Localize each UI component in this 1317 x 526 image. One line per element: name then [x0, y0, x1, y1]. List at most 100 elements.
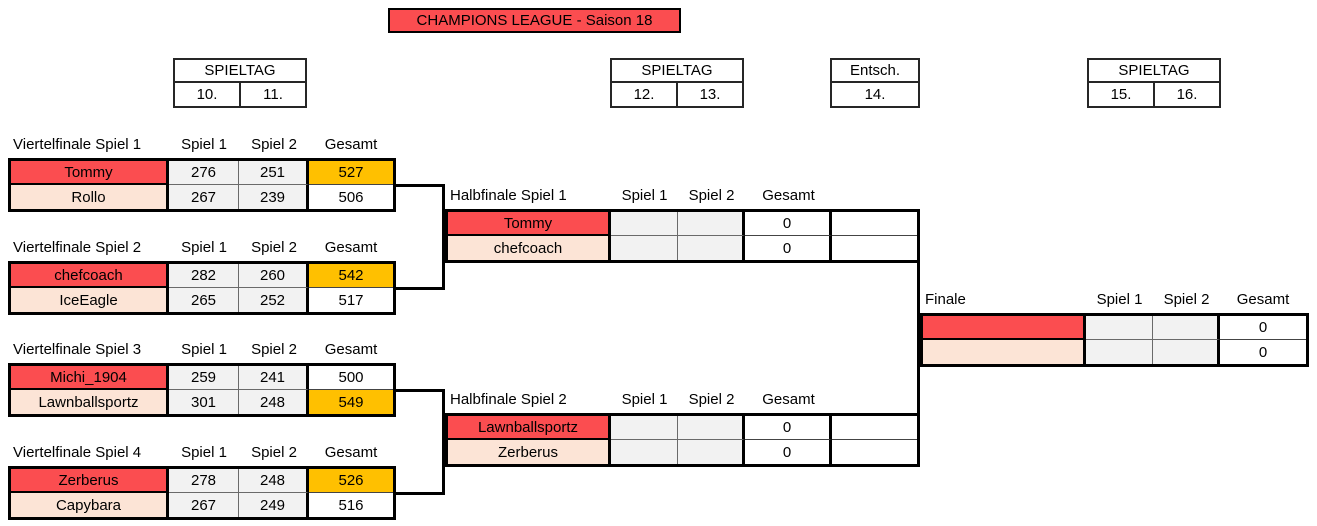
score-cell[interactable]: 241	[239, 366, 309, 390]
total-cell[interactable]: 0	[745, 440, 832, 464]
matchday-header: SPIELTAG	[612, 60, 742, 83]
matchday-box-1: SPIELTAG 10. 11.	[173, 58, 307, 108]
total-cell[interactable]: 516	[309, 493, 393, 517]
decider-cell[interactable]	[832, 440, 917, 464]
col-header-spiel2: Spiel 2	[251, 444, 297, 461]
score-cell[interactable]: 276	[169, 161, 239, 185]
team-cell[interactable]: Zerberus	[448, 440, 611, 464]
qf1-table: Tommy 276 251 527 Rollo 267 239 506	[8, 158, 396, 212]
total-cell[interactable]: 527	[309, 161, 393, 185]
score-cell[interactable]	[678, 236, 745, 260]
team-cell[interactable]: Lawnballsportz	[11, 390, 169, 414]
score-cell[interactable]	[678, 416, 745, 440]
matchday-number: 13.	[676, 83, 742, 106]
col-header-spiel2: Spiel 2	[251, 239, 297, 256]
qf1-caption: Viertelfinale Spiel 1 Spiel 1 Spiel 2 Ge…	[11, 133, 393, 157]
matchday-box-decider: Entsch. 14.	[830, 58, 920, 108]
bracket-connector	[917, 260, 920, 416]
bracket-connector	[442, 184, 445, 290]
score-cell[interactable]	[611, 416, 678, 440]
total-cell[interactable]: 0	[745, 416, 832, 440]
col-header-spiel2: Spiel 2	[688, 187, 735, 204]
score-cell[interactable]	[611, 440, 678, 464]
page-title: CHAMPIONS LEAGUE - Saison 18	[388, 8, 681, 33]
total-cell[interactable]: 549	[309, 390, 393, 414]
team-cell[interactable]: chefcoach	[448, 236, 611, 260]
team-cell[interactable]: Tommy	[448, 212, 611, 236]
table-title: Viertelfinale Spiel 4	[13, 444, 142, 461]
score-cell[interactable]: 252	[239, 288, 309, 312]
total-cell[interactable]: 526	[309, 469, 393, 493]
team-cell[interactable]: Capybara	[11, 493, 169, 517]
score-cell[interactable]	[611, 236, 678, 260]
total-cell[interactable]: 517	[309, 288, 393, 312]
sf1-caption: Halbfinale Spiel 1 Spiel 1 Spiel 2 Gesam…	[448, 184, 917, 208]
score-cell[interactable]: 239	[239, 185, 309, 209]
qf2-table: chefcoach 282 260 542 IceEagle 265 252 5…	[8, 261, 396, 315]
col-header-spiel2: Spiel 2	[688, 391, 735, 408]
score-cell[interactable]: 248	[239, 469, 309, 493]
col-header-spiel1: Spiel 1	[181, 136, 227, 153]
qf3-table: Michi_1904 259 241 500 Lawnballsportz 30…	[8, 363, 396, 417]
team-cell[interactable]: Lawnballsportz	[448, 416, 611, 440]
table-title: Halbfinale Spiel 2	[450, 391, 567, 408]
score-cell[interactable]	[611, 212, 678, 236]
total-cell[interactable]: 0	[1220, 316, 1306, 340]
score-cell[interactable]	[1086, 316, 1153, 340]
team-cell[interactable]: IceEagle	[11, 288, 169, 312]
score-cell[interactable]: 267	[169, 185, 239, 209]
bracket-connector	[390, 184, 445, 187]
total-cell[interactable]: 0	[1220, 340, 1306, 364]
col-header-spiel1: Spiel 1	[181, 239, 227, 256]
team-cell[interactable]: Rollo	[11, 185, 169, 209]
sf2-table: Lawnballsportz 0 Zerberus 0	[445, 413, 920, 467]
score-cell[interactable]: 260	[239, 264, 309, 288]
score-cell[interactable]: 265	[169, 288, 239, 312]
matchday-number: 10.	[196, 86, 218, 103]
total-cell[interactable]: 0	[745, 236, 832, 260]
score-cell[interactable]	[1086, 340, 1153, 364]
score-cell[interactable]	[678, 440, 745, 464]
team-cell[interactable]: chefcoach	[11, 264, 169, 288]
final-table: 0 0	[920, 313, 1309, 367]
team-cell[interactable]: Zerberus	[11, 469, 169, 493]
total-cell[interactable]: 500	[309, 366, 393, 390]
decider-cell[interactable]	[832, 212, 917, 236]
team-cell[interactable]: Michi_1904	[11, 366, 169, 390]
total-cell[interactable]: 0	[745, 212, 832, 236]
total-cell[interactable]: 542	[309, 264, 393, 288]
score-cell[interactable]: 251	[239, 161, 309, 185]
score-cell[interactable]: 267	[169, 493, 239, 517]
matchday-number: 15.	[1110, 86, 1132, 103]
table-title: Halbfinale Spiel 1	[450, 187, 567, 204]
col-header-spiel1: Spiel 1	[181, 444, 227, 461]
col-header-spiel1: Spiel 1	[181, 341, 227, 358]
score-cell[interactable]	[1153, 316, 1220, 340]
matchday-header: SPIELTAG	[1089, 60, 1219, 83]
sf2-caption: Halbfinale Spiel 2 Spiel 1 Spiel 2 Gesam…	[448, 388, 917, 412]
score-cell[interactable]: 259	[169, 366, 239, 390]
bracket-connector	[390, 389, 445, 392]
table-title: Viertelfinale Spiel 1	[13, 136, 142, 153]
team-cell[interactable]	[923, 340, 1086, 364]
score-cell[interactable]	[1153, 340, 1220, 364]
col-header-spiel2: Spiel 2	[1163, 291, 1210, 308]
score-cell[interactable]: 278	[169, 469, 239, 493]
decider-cell[interactable]	[832, 236, 917, 260]
table-title: Viertelfinale Spiel 3	[13, 341, 142, 358]
score-cell[interactable]: 301	[169, 390, 239, 414]
col-header-spiel1: Spiel 1	[1096, 291, 1143, 308]
matchday-number: 11.	[239, 83, 305, 106]
col-header-gesamt: Gesamt	[762, 391, 815, 408]
team-cell[interactable]: Tommy	[11, 161, 169, 185]
team-cell[interactable]	[923, 316, 1086, 340]
total-cell[interactable]: 506	[309, 185, 393, 209]
decider-cell[interactable]	[832, 416, 917, 440]
qf4-caption: Viertelfinale Spiel 4 Spiel 1 Spiel 2 Ge…	[11, 441, 393, 465]
score-cell[interactable]: 282	[169, 264, 239, 288]
score-cell[interactable]: 249	[239, 493, 309, 517]
col-header-gesamt: Gesamt	[762, 187, 815, 204]
score-cell[interactable]	[678, 212, 745, 236]
score-cell[interactable]: 248	[239, 390, 309, 414]
